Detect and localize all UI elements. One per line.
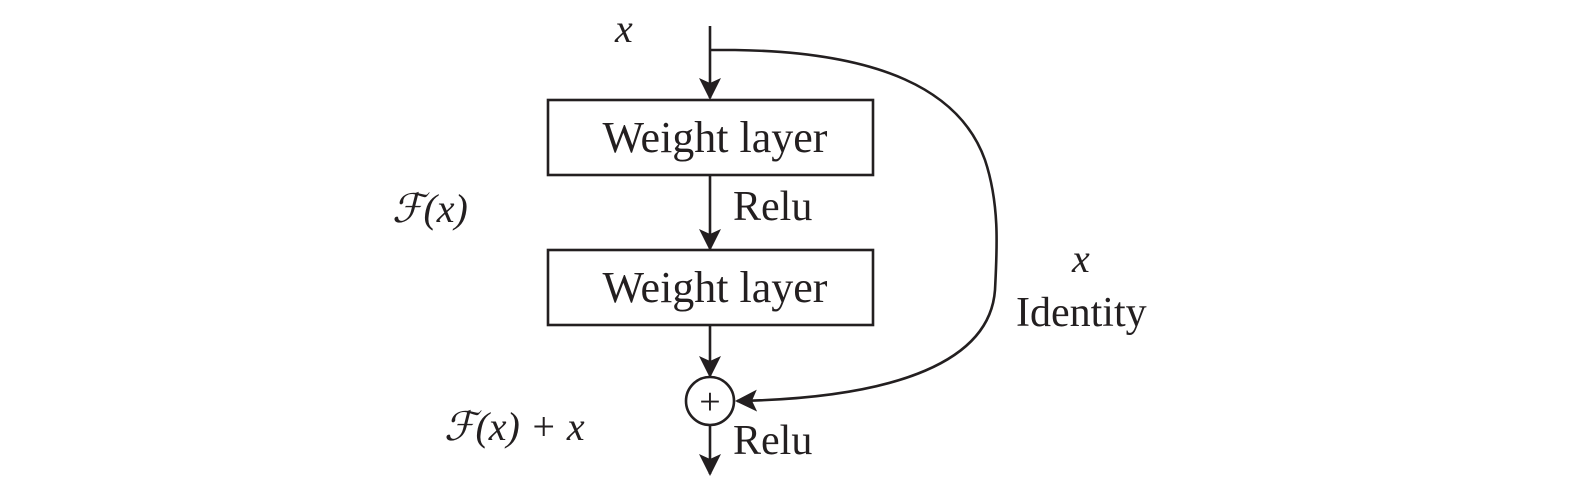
- relu-2-label: Relu: [733, 418, 812, 464]
- residual-function-label: ℱ(x): [392, 186, 468, 231]
- weight-layer-1-label: Weight layer: [603, 113, 828, 162]
- identity-skip-connection: [710, 48, 998, 412]
- relu-1-label: Relu: [733, 184, 812, 230]
- weight-layer-2: Weight layer: [546, 248, 875, 327]
- sum-node: +: [684, 375, 736, 427]
- plus-symbol: +: [699, 381, 720, 423]
- weight-layer-1: Weight layer: [546, 98, 875, 177]
- weight-layer-2-label: Weight layer: [603, 263, 828, 312]
- sum-output-label: ℱ(x) + x: [444, 404, 585, 449]
- skip-x-label: x: [1071, 236, 1090, 281]
- weight-layer-2-box: [546, 248, 875, 327]
- input-x-label: x: [614, 6, 633, 51]
- identity-label: Identity: [1016, 290, 1147, 336]
